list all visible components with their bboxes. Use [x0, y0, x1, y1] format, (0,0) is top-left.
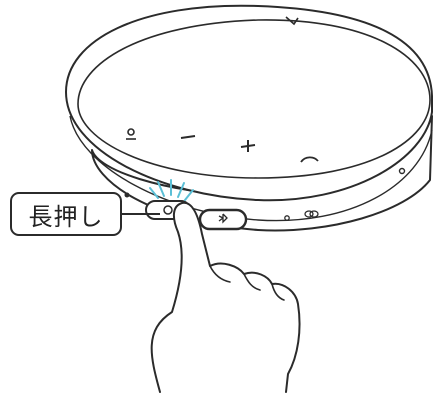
pressing-hand — [150, 201, 301, 393]
power-icon — [163, 205, 173, 215]
led-indicator — [284, 215, 290, 221]
mute-icon[interactable] — [126, 128, 136, 140]
volume-down-icon[interactable] — [180, 135, 196, 139]
end-call-icon[interactable] — [300, 156, 319, 163]
light-bar — [285, 16, 299, 26]
press-highlight-rays — [149, 179, 194, 201]
long-press-label: 長押し — [28, 202, 104, 231]
bluetooth-icon — [218, 213, 228, 224]
rim-dot-right — [398, 167, 406, 175]
finger-creases — [209, 265, 285, 301]
volume-up-icon[interactable] — [240, 140, 256, 152]
speakerphone-body — [65, 4, 433, 232]
rim-dot-left — [124, 192, 130, 198]
long-press-callout: 長押し — [10, 192, 122, 236]
link-icon — [304, 210, 319, 218]
